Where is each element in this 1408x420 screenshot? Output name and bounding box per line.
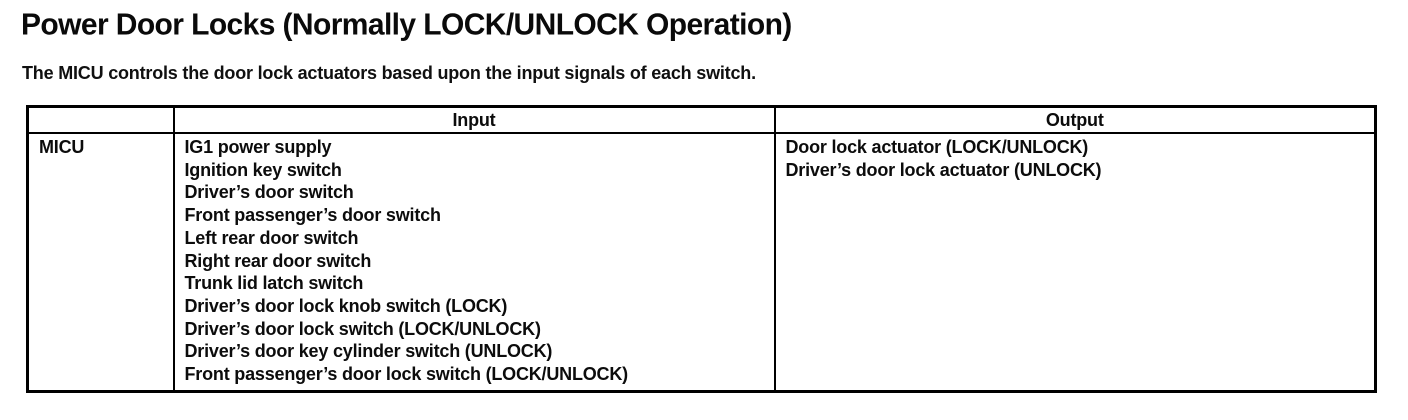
input-item: IG1 power supply — [184, 137, 332, 157]
input-item: Front passenger’s door lock switch (LOCK… — [184, 364, 629, 385]
output-item: Driver’s door lock actuator (UNLOCK) — [785, 159, 1102, 180]
input-item: Front passenger’s door switch — [184, 205, 441, 226]
header-input: Input — [172, 105, 776, 134]
input-output-table: Input Output MICU IG1 power supply Ignit… — [26, 105, 1377, 393]
input-item: Left rear door switch — [184, 227, 359, 248]
header-output: Output — [773, 105, 1377, 134]
row-label-cell: MICU — [26, 132, 175, 393]
input-item: Driver’s door lock switch (LOCK/UNLOCK) — [184, 318, 541, 339]
page-title: Power Door Locks (Normally LOCK/UNLOCK O… — [21, 8, 792, 42]
table-row: MICU IG1 power supply Ignition key switc… — [26, 132, 1377, 393]
output-cell: Door lock actuator (LOCK/UNLOCK) Driver’… — [773, 132, 1377, 393]
document-page: Power Door Locks (Normally LOCK/UNLOCK O… — [0, 8, 1408, 420]
intro-text: The MICU controls the door lock actuator… — [22, 63, 756, 83]
input-item: Driver’s door lock knob switch (LOCK) — [184, 295, 508, 316]
table-header-row: Input Output — [26, 105, 1377, 134]
row-label-micu: MICU — [39, 137, 85, 157]
input-cell: IG1 power supply Ignition key switch Dri… — [172, 132, 776, 393]
output-item: Door lock actuator (LOCK/UNLOCK) — [785, 137, 1089, 157]
input-item: Driver’s door switch — [184, 182, 354, 203]
input-item: Right rear door switch — [184, 250, 372, 271]
header-blank-cell — [26, 105, 175, 134]
input-item: Trunk lid latch switch — [184, 273, 364, 294]
input-item: Driver’s door key cylinder switch (UNLOC… — [184, 341, 553, 362]
input-item: Ignition key switch — [184, 159, 342, 180]
